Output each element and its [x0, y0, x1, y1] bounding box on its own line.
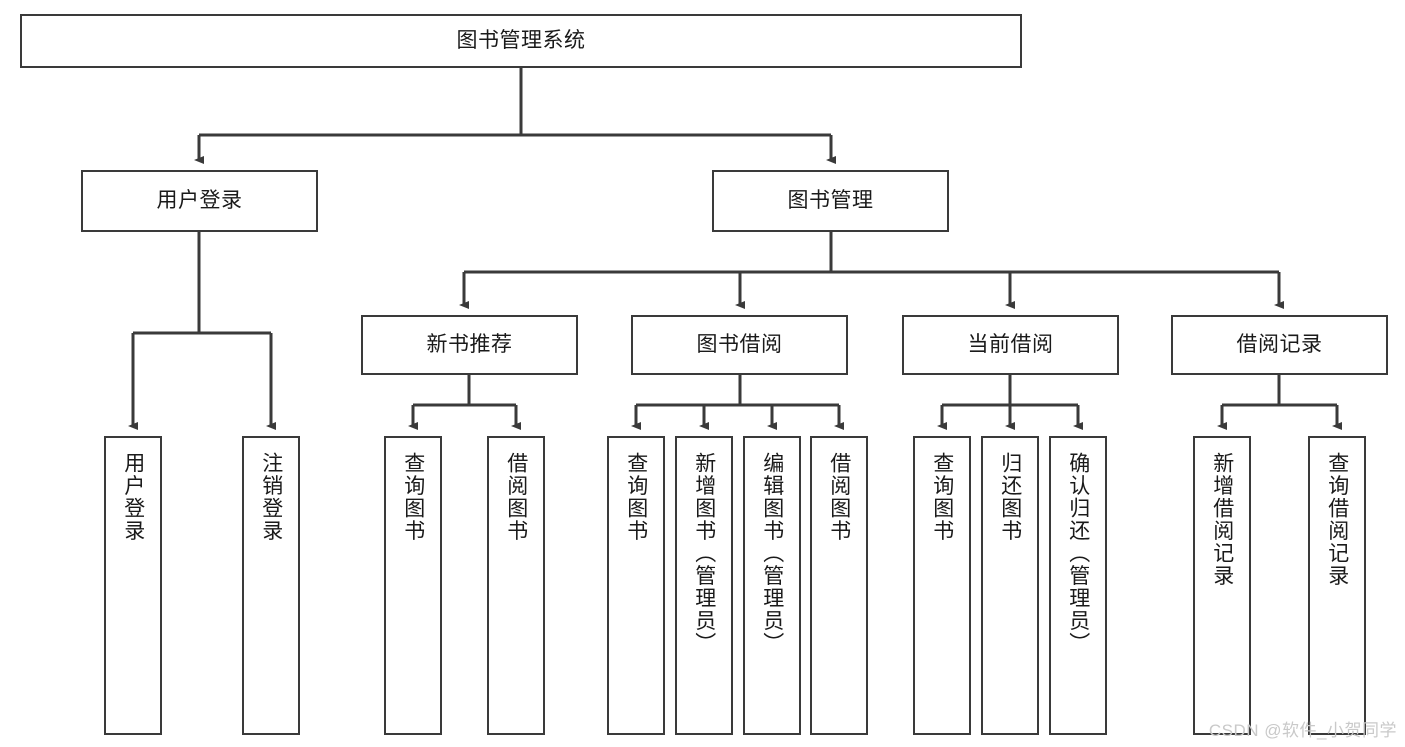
node-leaf-user-logout[interactable]: 注销登录: [242, 436, 300, 735]
node-book-borrow-label: 图书借阅: [696, 333, 783, 357]
node-leaf-query-record[interactable]: 查询借阅记录: [1308, 436, 1366, 735]
node-leaf-confirm-return-label: 确认归还（管理员）: [1066, 452, 1090, 655]
node-leaf-edit-book-label: 编辑图书（管理员）: [760, 452, 784, 655]
node-user-login-label: 用户登录: [156, 189, 243, 213]
node-leaf-add-book[interactable]: 新增图书（管理员）: [675, 436, 733, 735]
node-leaf-add-record[interactable]: 新增借阅记录: [1193, 436, 1251, 735]
node-leaf-confirm-return[interactable]: 确认归还（管理员）: [1049, 436, 1107, 735]
node-new-book-rec-label: 新书推荐: [426, 333, 513, 357]
node-root[interactable]: 图书管理系统: [20, 14, 1022, 68]
node-new-book-rec[interactable]: 新书推荐: [361, 315, 578, 375]
node-book-manage[interactable]: 图书管理: [712, 170, 949, 232]
node-leaf-return-book-label: 归还图书: [998, 452, 1022, 542]
node-leaf-user-login-label: 用户登录: [121, 452, 145, 542]
node-current-borrow-label: 当前借阅: [967, 333, 1054, 357]
node-user-login[interactable]: 用户登录: [81, 170, 318, 232]
node-borrow-record-label: 借阅记录: [1236, 333, 1323, 357]
node-leaf-add-book-label: 新增图书（管理员）: [692, 452, 716, 655]
node-leaf-borrow-book-2-label: 借阅图书: [827, 452, 851, 542]
node-root-label: 图书管理系统: [456, 29, 586, 53]
node-leaf-return-book[interactable]: 归还图书: [981, 436, 1039, 735]
node-leaf-query-book-2-label: 查询图书: [624, 452, 648, 542]
node-current-borrow[interactable]: 当前借阅: [902, 315, 1119, 375]
node-leaf-query-book-2[interactable]: 查询图书: [607, 436, 665, 735]
node-leaf-borrow-book-2[interactable]: 借阅图书: [810, 436, 868, 735]
node-leaf-borrow-book-1-label: 借阅图书: [504, 452, 528, 542]
node-leaf-add-record-label: 新增借阅记录: [1210, 452, 1234, 587]
node-leaf-query-book-3-label: 查询图书: [930, 452, 954, 542]
node-leaf-user-login[interactable]: 用户登录: [104, 436, 162, 735]
node-borrow-record[interactable]: 借阅记录: [1171, 315, 1388, 375]
node-leaf-borrow-book-1[interactable]: 借阅图书: [487, 436, 545, 735]
watermark-text: CSDN @软件_小贺同学: [1208, 721, 1397, 740]
node-leaf-user-logout-label: 注销登录: [259, 452, 283, 542]
node-book-borrow[interactable]: 图书借阅: [631, 315, 848, 375]
node-leaf-query-book-1-label: 查询图书: [401, 452, 425, 542]
node-leaf-edit-book[interactable]: 编辑图书（管理员）: [743, 436, 801, 735]
node-leaf-query-record-label: 查询借阅记录: [1325, 452, 1349, 587]
node-leaf-query-book-1[interactable]: 查询图书: [384, 436, 442, 735]
node-book-manage-label: 图书管理: [787, 189, 874, 213]
node-leaf-query-book-3[interactable]: 查询图书: [913, 436, 971, 735]
